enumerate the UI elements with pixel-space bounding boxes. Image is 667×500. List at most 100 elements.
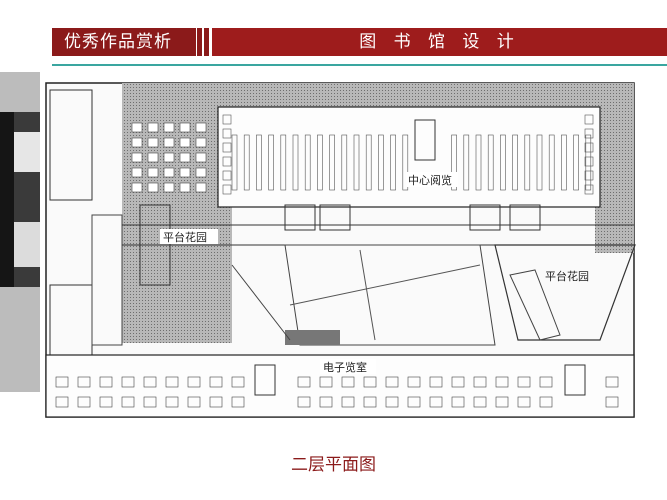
- garden-block: [139, 204, 171, 286]
- reading-desk: [584, 156, 594, 167]
- stair-block: [469, 204, 501, 231]
- atrium-line: [359, 249, 376, 341]
- e-desk: [407, 396, 421, 408]
- grid-cell: [195, 137, 207, 148]
- atrium-line: [289, 264, 481, 306]
- reading-desk: [573, 134, 579, 191]
- e-desk: [77, 376, 91, 388]
- topic-title: 图 书 馆 设 计: [212, 28, 667, 56]
- reading-desk: [222, 156, 232, 167]
- e-desk: [187, 376, 201, 388]
- grid-cell: [147, 137, 159, 148]
- terrace-hatch-left: [122, 113, 232, 343]
- reading-desk: [292, 134, 299, 191]
- reading-desk: [487, 134, 494, 191]
- right-garden: [494, 244, 636, 341]
- grid-cell: [163, 152, 175, 163]
- e-desk: [451, 396, 465, 408]
- stair-block: [564, 364, 586, 396]
- reading-desk: [222, 142, 232, 153]
- grid-cell: [131, 152, 143, 163]
- e-desk: [385, 376, 399, 388]
- e-desk: [121, 396, 135, 408]
- grid-cell: [163, 137, 175, 148]
- reading-desk: [353, 134, 360, 191]
- grid-cell: [179, 167, 191, 178]
- grid-cell: [179, 182, 191, 193]
- grid-cell: [131, 122, 143, 133]
- e-desk: [605, 396, 619, 408]
- e-desk: [209, 396, 223, 408]
- e-desk: [55, 396, 69, 408]
- reading-desk: [231, 134, 238, 191]
- e-desk: [143, 376, 157, 388]
- label-e-reading-room: 电子览室: [323, 360, 367, 374]
- reading-desk: [402, 134, 409, 191]
- side-photo: [0, 72, 40, 392]
- e-desk: [385, 396, 399, 408]
- stair-block: [509, 204, 541, 231]
- e-desk: [429, 396, 443, 408]
- e-desk: [121, 376, 135, 388]
- e-desk: [363, 396, 377, 408]
- e-desk: [517, 376, 531, 388]
- reading-desk: [584, 128, 594, 139]
- reading-desk: [561, 134, 567, 191]
- e-desk: [495, 396, 509, 408]
- grid-cell: [147, 167, 159, 178]
- central-reading-hall: [217, 106, 601, 208]
- reading-desk: [280, 134, 287, 191]
- grid-cell: [147, 152, 159, 163]
- reading-desk: [268, 134, 274, 191]
- reading-desk: [256, 134, 262, 191]
- e-desk: [495, 376, 509, 388]
- reading-desk: [317, 134, 323, 191]
- reading-desk: [304, 134, 311, 191]
- e-desk: [319, 396, 333, 408]
- e-desk: [341, 376, 355, 388]
- e-desk: [143, 396, 157, 408]
- reading-desk: [329, 134, 335, 191]
- e-desk: [605, 376, 619, 388]
- floor-plan: 中心阅览 平台花园 平台花园 电子览室: [40, 75, 640, 420]
- e-desk: [231, 396, 245, 408]
- e-desk: [209, 376, 223, 388]
- e-desk: [407, 376, 421, 388]
- e-desk: [341, 396, 355, 408]
- grid-cell: [163, 167, 175, 178]
- reading-desk-rows: [222, 114, 594, 195]
- e-desk: [165, 396, 179, 408]
- reading-desk: [222, 170, 232, 181]
- e-desk: [473, 396, 487, 408]
- grid-cell: [179, 122, 191, 133]
- e-desk-rows: [55, 376, 619, 408]
- central-stair: [414, 119, 436, 161]
- reading-desk: [584, 184, 594, 195]
- reading-desk: [365, 134, 372, 191]
- stair-block: [319, 204, 351, 231]
- e-desk: [297, 376, 311, 388]
- e-desk: [363, 376, 377, 388]
- e-desk: [539, 396, 553, 408]
- atrium: [284, 244, 496, 346]
- e-desk: [165, 376, 179, 388]
- e-desk: [187, 396, 201, 408]
- reading-desk: [584, 142, 594, 153]
- plan-caption: 二层平面图: [291, 455, 376, 475]
- e-desk: [539, 376, 553, 388]
- grid-cell: [179, 137, 191, 148]
- reading-desk: [475, 134, 482, 191]
- e-desk: [473, 376, 487, 388]
- reading-desk: [222, 184, 232, 195]
- grid-cell: [195, 167, 207, 178]
- header-rule: [52, 64, 667, 66]
- header-separator: [197, 28, 202, 56]
- e-desk: [99, 376, 113, 388]
- e-desk: [77, 396, 91, 408]
- label-terrace-garden-right: 平台花园: [545, 269, 589, 283]
- label-terrace-garden-left: 平台花园: [163, 230, 207, 244]
- reading-desk: [341, 134, 348, 191]
- stair-block: [284, 204, 316, 231]
- grid-cell: [131, 167, 143, 178]
- grid-cell: [147, 122, 159, 133]
